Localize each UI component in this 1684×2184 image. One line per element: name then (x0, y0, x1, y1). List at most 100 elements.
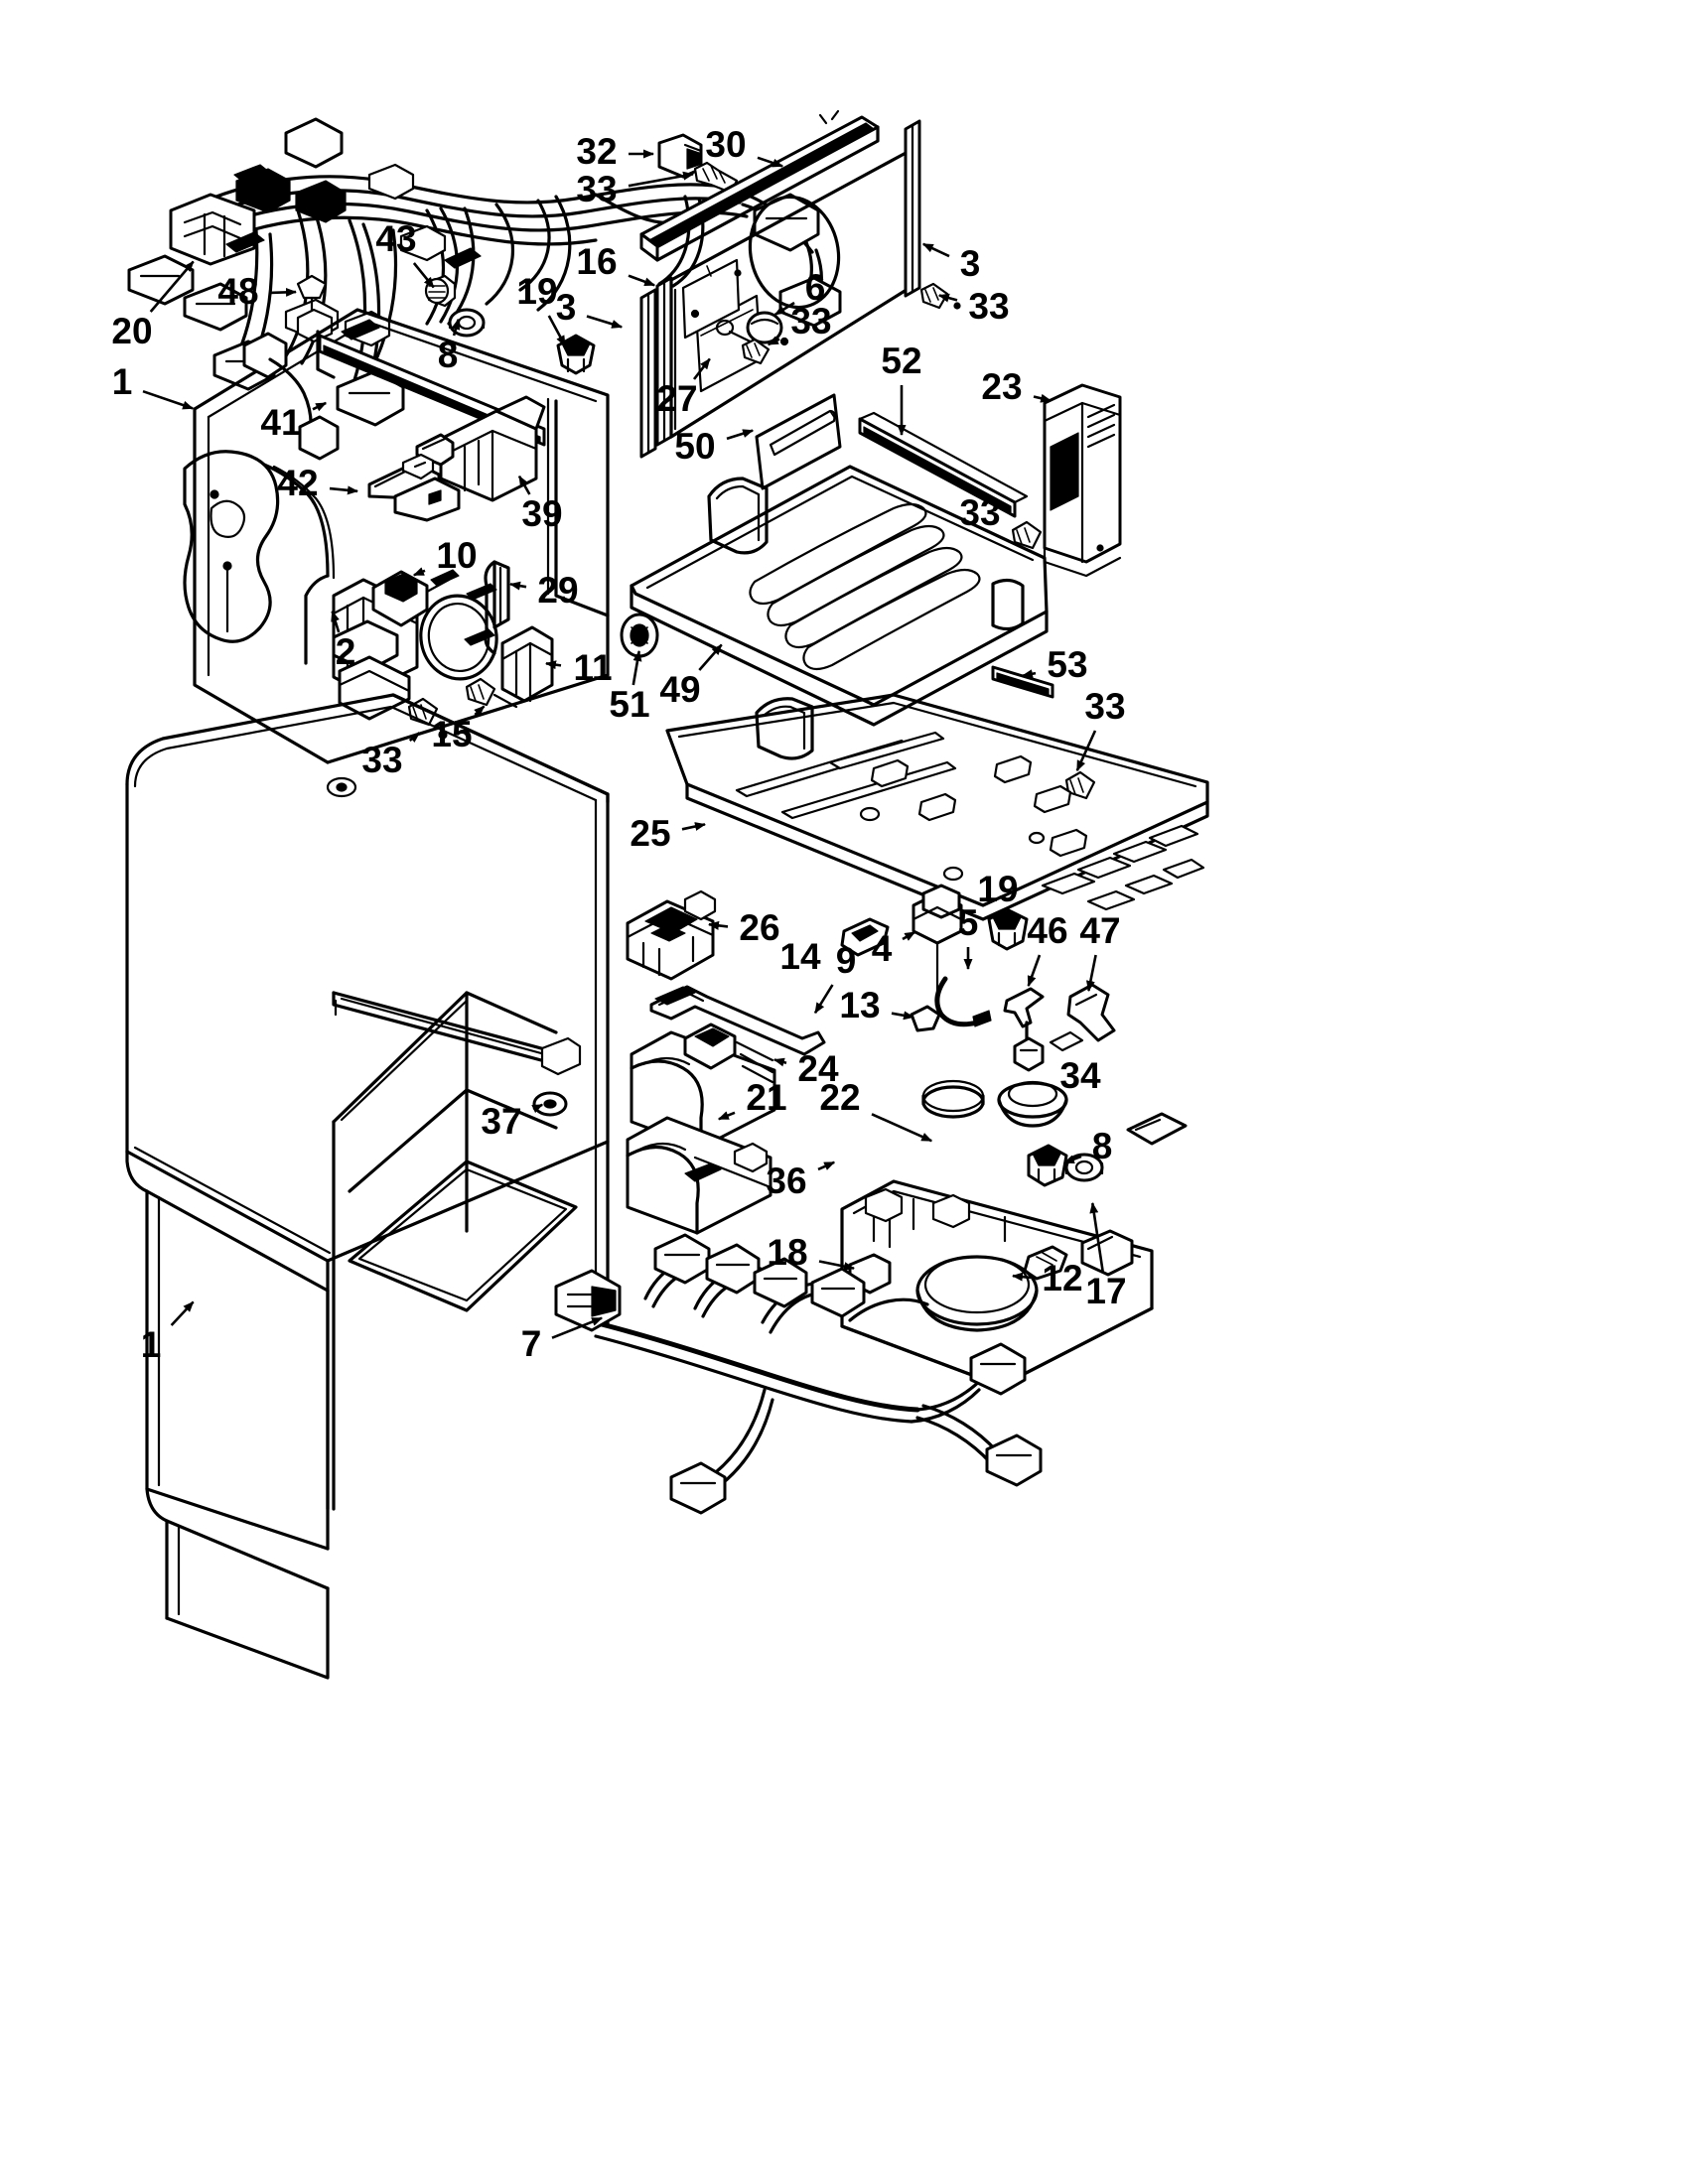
callout-leader (586, 315, 624, 329)
callout-label: 43 (375, 218, 416, 259)
callout-label: 50 (674, 426, 715, 467)
callout-15: 15 (431, 705, 486, 754)
callout-label: 7 (521, 1323, 542, 1364)
callout-leader (1089, 1202, 1104, 1273)
callout-leader (757, 156, 784, 168)
callout-label: 14 (779, 936, 821, 977)
callout-leader (681, 822, 706, 831)
callout-33: 33 (576, 169, 694, 209)
part-base-pan (665, 693, 1209, 921)
callout-leader (818, 1260, 855, 1272)
callout-label: 19 (516, 271, 557, 312)
callout-leader (726, 429, 755, 441)
callout-30: 30 (705, 124, 784, 168)
part-compressor-base-housing (840, 1144, 1154, 1388)
callout-18: 18 (767, 1232, 855, 1273)
part-cabinet-main-lower (125, 693, 610, 1680)
callout-label: 30 (705, 124, 746, 165)
callout-label: 48 (217, 271, 258, 312)
callout-label: 33 (1084, 686, 1125, 727)
callout-label: 5 (958, 902, 979, 943)
callout-label: 17 (1085, 1271, 1126, 1311)
callout-label: 8 (1092, 1126, 1113, 1166)
callout-label: 3 (960, 243, 981, 284)
callout-label: 52 (881, 341, 921, 381)
callout-label: 8 (438, 335, 459, 375)
part-wiring-harness-lower (554, 1233, 1043, 1515)
callout-label: 53 (1047, 644, 1087, 685)
callout-label: 11 (573, 647, 612, 688)
callout-leader (773, 301, 795, 317)
callout-8: 8 (1062, 1126, 1113, 1166)
callout-42: 42 (277, 463, 358, 503)
callout-12: 12 (1012, 1258, 1083, 1298)
callout-14: 14 (779, 936, 821, 977)
callout-leader (412, 262, 435, 289)
part-cabinet-liner-upper (183, 308, 610, 764)
callout-1: 1 (141, 1300, 195, 1365)
callout-53: 53 (1022, 644, 1088, 685)
callout-8: 8 (438, 318, 461, 375)
callout-label: 33 (968, 286, 1009, 327)
callout-leader (149, 260, 195, 313)
callout-label: 10 (436, 535, 477, 576)
callout-33: 33 (767, 301, 832, 346)
callout-label: 20 (111, 311, 152, 351)
callout-leader (531, 1103, 544, 1114)
callout-label: 33 (790, 301, 831, 341)
callout-33: 33 (361, 732, 421, 780)
callout-leader (1022, 669, 1037, 679)
callout-leader (551, 1316, 604, 1339)
callout-leader (817, 1160, 836, 1171)
callout-11: 11 (545, 647, 613, 688)
callout-label: 49 (659, 669, 700, 710)
callout-label: 46 (1027, 910, 1067, 951)
callout-27: 27 (656, 357, 711, 419)
callout-label: 24 (797, 1048, 839, 1089)
callout-1: 1 (112, 361, 195, 410)
callout-13: 13 (839, 985, 914, 1025)
callout-label: 9 (836, 940, 857, 981)
callout-36: 36 (766, 1160, 836, 1201)
callout-17: 17 (1085, 1202, 1127, 1311)
callout-leader (628, 274, 656, 287)
callout-33: 33 (1075, 686, 1126, 772)
callout-label: 2 (336, 631, 356, 672)
callout-7: 7 (521, 1316, 604, 1364)
callout-leader (937, 293, 958, 303)
callout-20: 20 (111, 260, 195, 351)
callout-9: 9 (813, 940, 857, 1015)
callout-label: 36 (766, 1160, 806, 1201)
callout-33: 33 (937, 286, 1010, 327)
callout-leader (891, 1011, 914, 1021)
callout-leader (412, 567, 426, 577)
callout-25: 25 (630, 813, 706, 854)
callout-leader (331, 610, 341, 633)
callout-leader (1033, 393, 1052, 403)
callout-leader (921, 242, 950, 258)
callout-label: 19 (977, 869, 1018, 909)
callout-5: 5 (958, 902, 979, 970)
callout-leader (517, 475, 531, 495)
callout-leader (1085, 954, 1097, 992)
part-small-hardware-upper (296, 274, 596, 375)
callout-label: 34 (1059, 1055, 1101, 1096)
callout-26: 26 (708, 907, 780, 948)
callout-label: 22 (819, 1077, 860, 1118)
part-electrical-small-parts (626, 884, 1116, 1128)
callout-leader (632, 650, 642, 686)
callout-50: 50 (674, 426, 755, 467)
callout-leader (698, 643, 723, 671)
callout-leader (474, 705, 486, 717)
callout-3: 3 (556, 287, 624, 329)
callout-leader (451, 318, 461, 337)
callout-label: 18 (767, 1232, 807, 1273)
callout-leader (269, 287, 297, 297)
callout-label: 1 (112, 361, 133, 402)
callout-4: 4 (872, 928, 916, 969)
callout-label: 33 (361, 740, 402, 780)
callout-leader (1062, 1155, 1082, 1164)
callout-leader (902, 930, 916, 941)
